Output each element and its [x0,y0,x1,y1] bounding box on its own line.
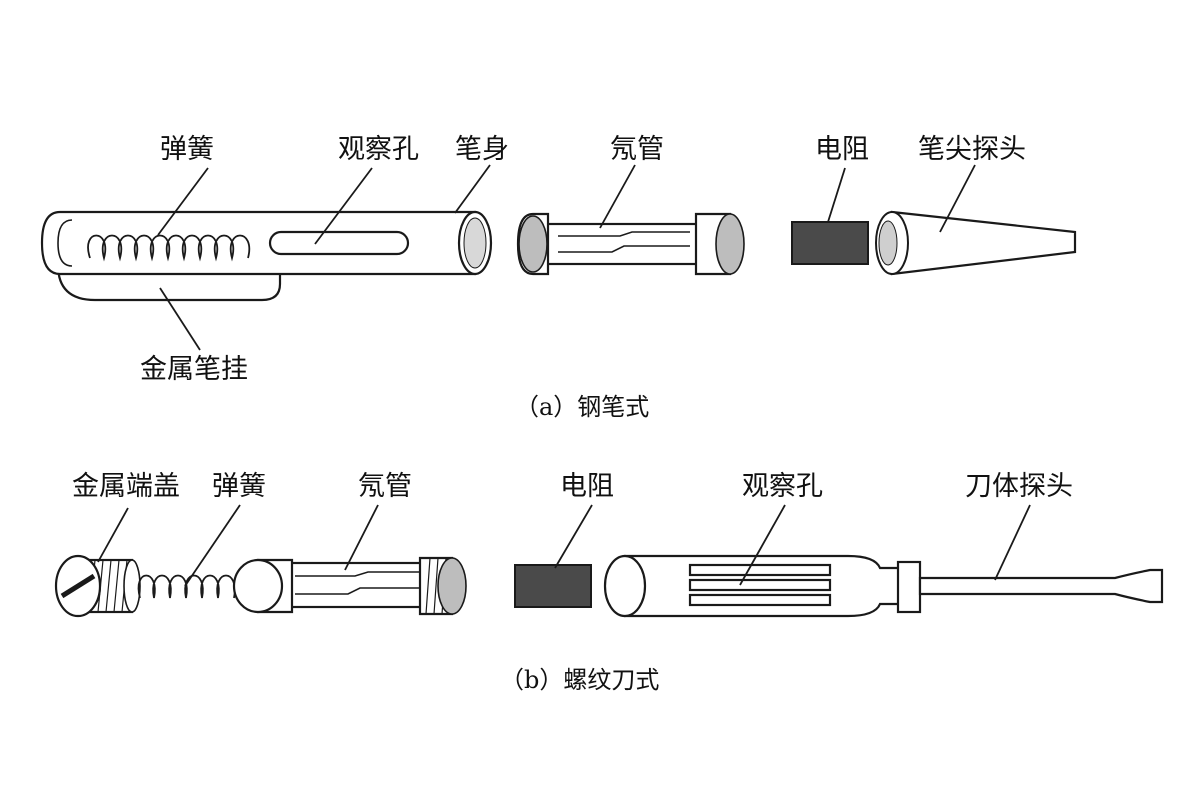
label-blade-probe: 刀体探头 [965,471,1073,502]
label-probe-tip: 笔尖探头 [918,134,1026,165]
label-resistor-b: 电阻 [560,471,614,502]
label-neon-tube-a: 氖管 [610,134,664,165]
label-spring-a: 弹簧 [160,134,214,165]
pen-type-assembly [40,164,1077,351]
label-window-b: 观察孔 [742,471,823,502]
observation-slot [268,230,410,256]
spring-coil [87,234,251,262]
blade-probe [918,568,1164,604]
caption-b: （b）螺纹刀式 [500,666,659,694]
metal-end-cap [54,554,141,618]
label-resistor-a: 电阻 [815,134,869,165]
label-metal-cap: 金属端盖 [72,471,180,502]
label-spring-b: 弹簧 [212,471,266,502]
resistor [791,221,869,265]
screwdriver-type-assembly [54,504,1164,618]
neon-tube [516,212,745,276]
label-metal-clip: 金属笔挂 [140,354,248,385]
spring-coil [137,574,236,599]
label-window-a: 观察孔 [338,134,419,165]
probe-tip [875,210,1077,276]
caption-a: （a）钢笔式 [515,393,649,421]
label-neon-tube-b: 氖管 [358,471,412,502]
resistor [514,564,592,608]
pen-body [40,210,493,276]
neon-tube [232,556,467,616]
label-pen-body: 笔身 [455,134,509,165]
screwdriver-handle [603,554,922,618]
